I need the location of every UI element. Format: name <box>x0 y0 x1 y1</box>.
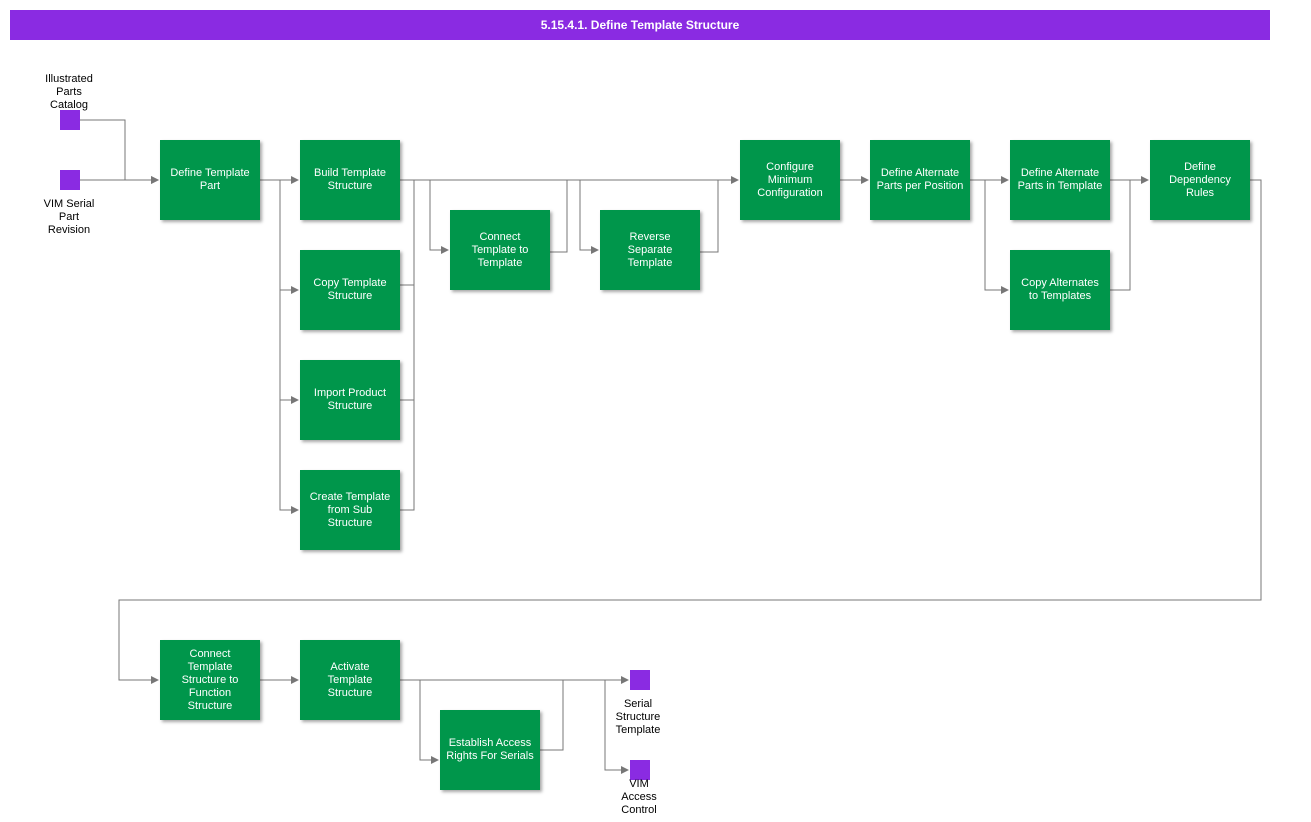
step-define-template-part[interactable]: Define Template Part <box>160 140 260 220</box>
step-activate-template-structure[interactable]: Activate Template Structure <box>300 640 400 720</box>
edge-connect-out <box>550 180 568 253</box>
step-copy-alternates-to-templates[interactable]: Copy Alternates to Templates <box>1010 250 1110 330</box>
diagram-title: 5.15.4.1. Define Template Structure <box>10 10 1270 40</box>
edge-to-vim-access <box>604 680 629 774</box>
edge-ipc-to-define-part <box>80 119 159 184</box>
step-define-alternate-parts-per-position[interactable]: Define Alternate Parts per Position <box>870 140 970 220</box>
edge-wrap-around <box>118 179 1262 684</box>
step-import-product-structure[interactable]: Import Product Structure <box>300 360 400 440</box>
edge-copy-merge <box>400 180 415 286</box>
terminal-label-vim-serial-part-revision: VIM Serial Part Revision <box>43 198 95 236</box>
edge-to-copy-alternates <box>984 180 1009 294</box>
terminal-serial-structure-template[interactable] <box>630 670 650 690</box>
step-configure-minimum-configuration[interactable]: Configure Minimum Configuration <box>740 140 840 220</box>
step-copy-template-structure[interactable]: Copy Template Structure <box>300 250 400 330</box>
step-reverse-separate-template[interactable]: Reverse Separate Template <box>600 210 700 290</box>
terminal-vim-access-control[interactable] <box>630 760 650 780</box>
edge-copy-alternates-merge <box>1110 180 1131 291</box>
terminal-label-vim-access-control: VIM Access Control <box>621 778 657 816</box>
terminal-illustrated-parts-catalog[interactable] <box>60 110 80 130</box>
edge-define-part-to-import <box>279 290 299 404</box>
step-establish-access-rights-for-serials[interactable]: Establish Access Rights For Serials <box>440 710 540 790</box>
step-define-dependency-rules[interactable]: Define Dependency Rules <box>1150 140 1250 220</box>
edge-merge-to-connect <box>429 180 449 254</box>
step-connect-template-structure-to-function-structure[interactable]: Connect Template Structure to Function S… <box>160 640 260 720</box>
terminal-vim-serial-part-revision[interactable] <box>60 170 80 190</box>
terminal-label-illustrated-parts-catalog: Illustrated Parts Catalog <box>45 73 93 111</box>
step-create-template-from-sub-structure[interactable]: Create Template from Sub Structure <box>300 470 400 550</box>
step-define-alternate-parts-in-template[interactable]: Define Alternate Parts in Template <box>1010 140 1110 220</box>
edge-to-establish <box>419 680 439 764</box>
edge-establish-merge <box>540 680 564 751</box>
edge-create-merge <box>400 400 415 511</box>
edge-import-merge <box>400 285 415 401</box>
edge-to-reverse <box>579 180 599 254</box>
edge-reverse-out <box>700 180 719 253</box>
edge-define-part-to-create <box>279 400 299 514</box>
edge-define-part-to-copy <box>279 180 299 294</box>
step-build-template-structure[interactable]: Build Template Structure <box>300 140 400 220</box>
step-connect-template-to-template[interactable]: Connect Template to Template <box>450 210 550 290</box>
terminal-label-serial-structure-template: Serial Structure Template <box>615 698 661 736</box>
